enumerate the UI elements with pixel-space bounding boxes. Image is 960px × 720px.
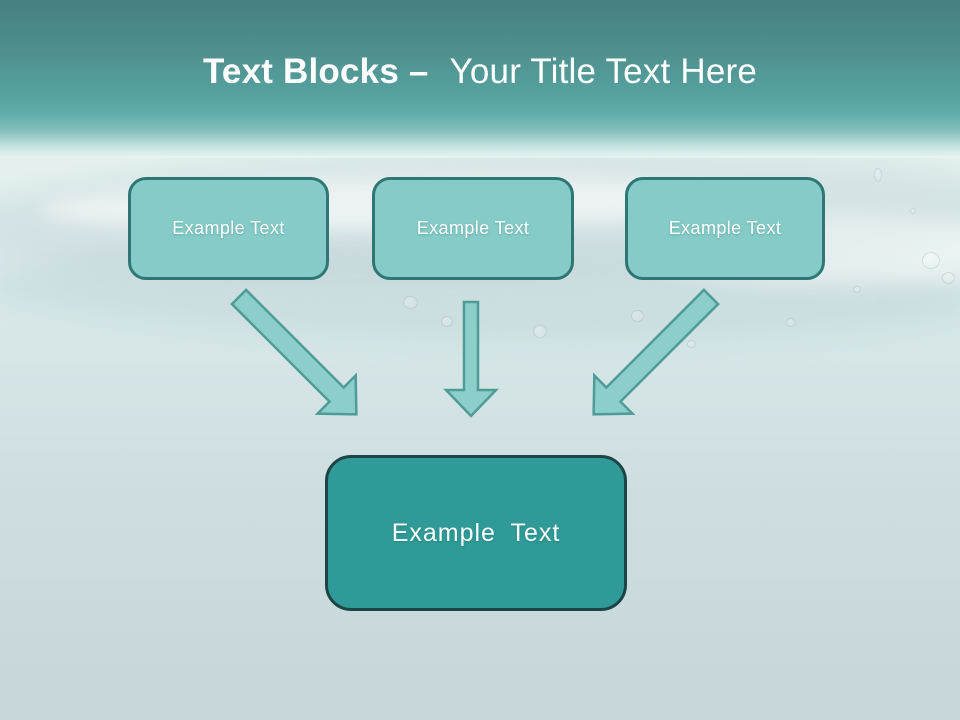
arrow-down-left-icon xyxy=(592,288,720,416)
text-block-1: Example Text xyxy=(128,177,329,280)
arrow-down-icon xyxy=(443,300,499,418)
slide-title: Text Blocks – Your Title Text Here xyxy=(0,52,960,92)
text-block-3-label: Example Text xyxy=(668,218,782,238)
text-block-1-label: Example Text xyxy=(172,218,285,238)
slide-title-rest: Your Title Text Here xyxy=(449,52,758,91)
text-block-2: Example Text xyxy=(372,177,574,280)
slide-title-bold: Text Blocks – xyxy=(202,52,429,91)
arrow-down-right-icon xyxy=(230,288,358,416)
text-block-2-label: Example Text xyxy=(416,218,530,238)
summary-block: Example Text xyxy=(325,455,627,611)
title-banner: Text Blocks – Your Title Text Here xyxy=(0,0,960,158)
text-block-3: Example Text xyxy=(625,177,825,280)
summary-block-label: Example Text xyxy=(391,518,561,547)
